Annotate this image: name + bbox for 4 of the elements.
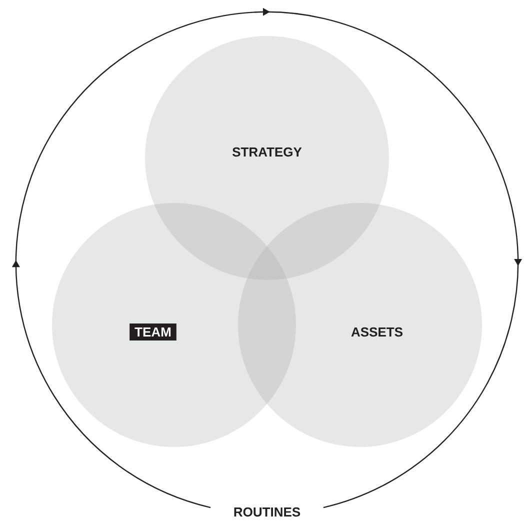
circle-label: ASSETS — [351, 327, 402, 337]
circle-label: STRATEGY — [232, 147, 302, 157]
ring-label: ROUTINES — [234, 507, 300, 517]
highlighted-label: TEAM — [130, 324, 176, 340]
